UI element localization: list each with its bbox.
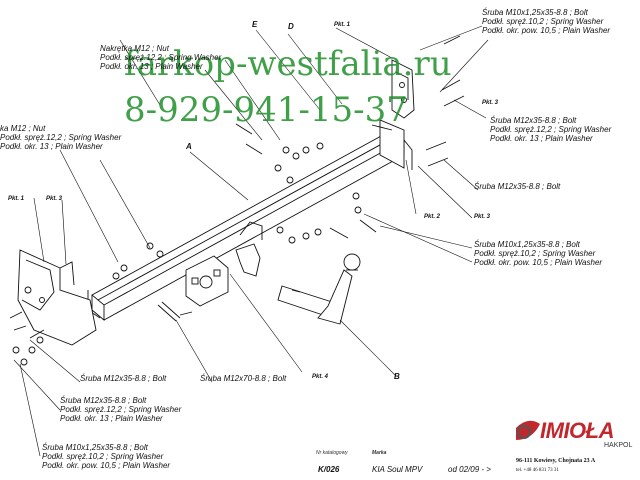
- label-line: Podkł. okr. 13 ; Plain Washer: [60, 414, 163, 423]
- pkt-4: Pkt. 4: [312, 374, 329, 380]
- brand-label: Marka: [372, 450, 387, 456]
- pkt-1-left: Pkt. 1: [8, 196, 25, 202]
- label-nut-top: Nakrętka M12 ; Nut Podkł. spręż.12,2 ; S…: [100, 44, 221, 71]
- part-letter-d: D: [288, 22, 294, 31]
- pkt-3-top: Pkt. 3: [482, 100, 499, 106]
- label-bolt-bottom-1: Śruba M12x35-8.8 ; Bolt: [80, 374, 167, 383]
- socket-plate: [185, 255, 229, 307]
- company-address: 96-111 Kowiesy, Chojnata 23 A: [516, 458, 596, 464]
- label-line: Podkł. spręż.12,2 ; Spring Washer: [0, 133, 122, 142]
- company-logo: IMIOŁA: [540, 418, 615, 443]
- leader-lines: [13, 25, 489, 457]
- part-letter-a: A: [186, 142, 192, 151]
- part-letter-e: E: [252, 20, 258, 29]
- label-line: Podkł. okr. 13 ; Plain Washer: [0, 142, 103, 151]
- label-line: Nakrętka M12 ; Nut: [100, 44, 169, 53]
- label-bolt-top-right: Śruba M10x1,25x35-8.8 ; Bolt Podkł. sprę…: [482, 8, 610, 35]
- ball-mount-b: [277, 253, 361, 325]
- label-line: Podkł. okr. 13 ; Plain Washer: [490, 134, 593, 143]
- label-bolt-bottom-4: Śruba M10x1,25x35-8.8 ; Bolt Podkł. sprę…: [42, 443, 170, 470]
- bolts: [9, 35, 465, 339]
- label-line: Podkł. okr. pow. 10,5 ; Plain Washer: [42, 461, 171, 470]
- label-bolt-bottom-2: Śruba M12x70-8.8 ; Bolt: [200, 374, 287, 383]
- catalog-label: Nr katalogowy: [316, 450, 348, 456]
- label-line: Podkł. spręż.10,2 ; Spring Washer: [42, 452, 164, 461]
- label-line: Podkł. spręż.10,2 ; Spring Washer: [474, 249, 596, 258]
- label-line: ka M12 ; Nut: [0, 124, 46, 133]
- watermark-site: farkop-westfalia.ru: [124, 44, 452, 84]
- label-line: Śruba M10x1,25x35-8.8 ; Bolt: [42, 443, 148, 452]
- right-bracket: [391, 59, 415, 170]
- washers: [12, 142, 362, 366]
- pkt-1-top: Pkt. 1: [334, 22, 351, 28]
- label-line: Podkł. okr. pow. 10,5 ; Plain Washer: [474, 258, 603, 267]
- label-line: Śruba M10x1,25x35-8.8 ; Bolt: [482, 8, 588, 17]
- label-line: Podkł. okr. pow. 10,5 ; Plain Washer: [482, 26, 611, 35]
- label-line: Podkł. spręż.12,2 ; Spring Washer: [490, 125, 612, 134]
- label-bolt-bottom-3: Śruba M12x35-8.8 ; Bolt Podkł. spręż.12,…: [60, 396, 181, 423]
- label-line: Śruba M10x1,25x35-8.8 ; Bolt: [474, 240, 580, 249]
- label-bolt-right-1: Śruba M12x35-8.8 ; Bolt Podkł. spręż.12,…: [490, 116, 611, 143]
- label-line: Podkł. okr. 13 ; Plain Washer: [100, 62, 203, 71]
- label-bolt-right-3: Śruba M10x1,25x35-8.8 ; Bolt Podkł. sprę…: [474, 240, 602, 267]
- pkt-3-right: Pkt. 3: [474, 214, 491, 220]
- part-letter-b: B: [394, 372, 400, 381]
- company-phone: tel. +48 46 831 73 31: [516, 468, 559, 473]
- label-line: Śruba M12x35-8.8 ; Bolt: [490, 116, 577, 125]
- crossbar-a: [87, 119, 405, 321]
- pkt-3-left: Pkt. 3: [46, 196, 63, 202]
- company-sub: HAKPOL: [604, 442, 633, 449]
- catalog-value: K/026: [318, 465, 340, 474]
- label-line: Podkł. spręż.10,2 ; Spring Washer: [482, 17, 604, 26]
- production-date: od 02/09 - >: [448, 465, 491, 474]
- label-line: Podkł. spręż.12,2 ; Spring Washer: [100, 53, 222, 62]
- pkt-2: Pkt. 2: [424, 214, 441, 220]
- vehicle-model: KIA Soul MPV: [372, 465, 423, 474]
- label-line: Śruba M12x35-8.8 ; Bolt: [60, 396, 147, 405]
- label-bolt-right-2: Śruba M12x35-8.8 ; Bolt: [474, 182, 561, 191]
- watermark-phone: 8-929-941-15-37: [124, 90, 408, 130]
- label-line: Podkł. spręż.12,2 ; Spring Washer: [60, 405, 182, 414]
- label-nut-left: ka M12 ; Nut Podkł. spręż.12,2 ; Spring …: [0, 124, 121, 151]
- left-bracket: [17, 249, 97, 346]
- clamp-d: [235, 243, 261, 277]
- logo-mark: [516, 420, 540, 440]
